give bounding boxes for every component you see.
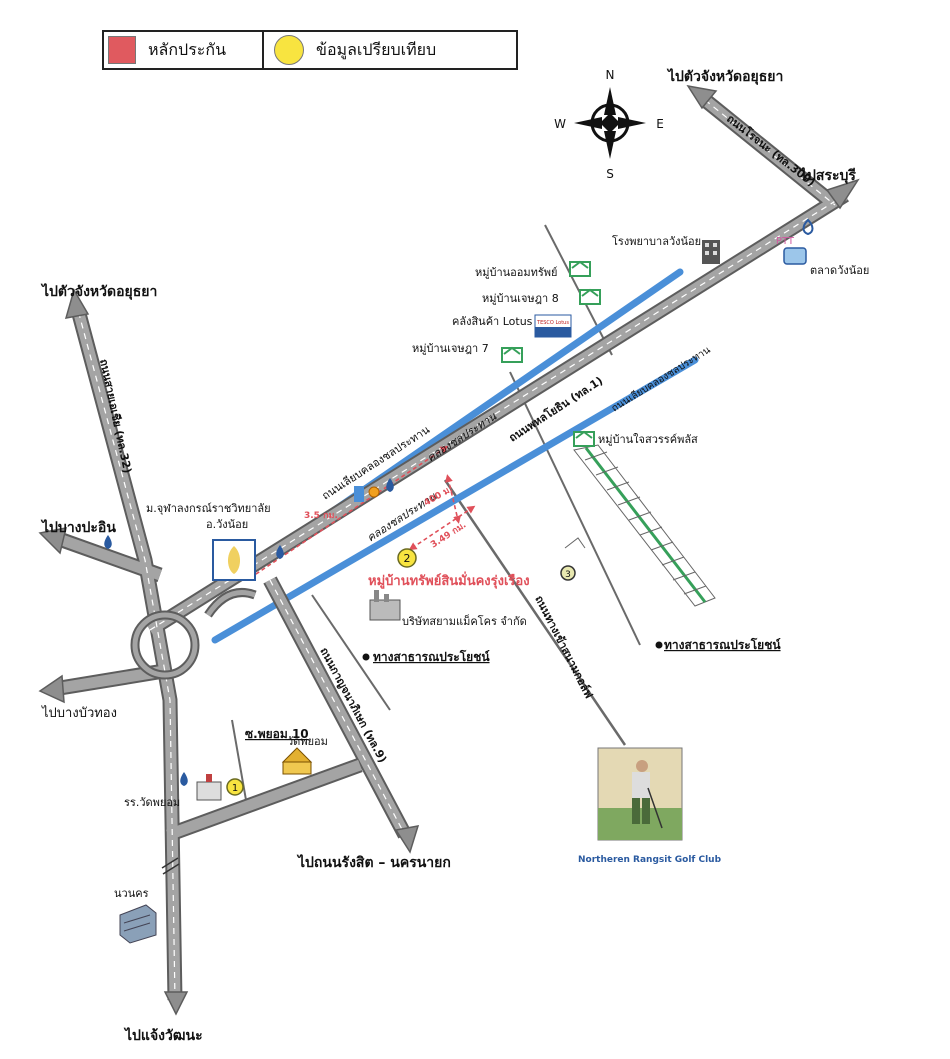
ptt-logo: PTT <box>776 218 814 247</box>
label-lotus-warehouse: คลังสินค้า Lotus <box>452 315 533 328</box>
label-road-rojana: ถนนโรจนะ (ทล.309) <box>724 111 818 189</box>
label-to-saraburi: ไปสระบุรี <box>798 166 856 184</box>
arrow-ayutthaya-left <box>64 288 90 319</box>
label-distance-349: 3.49 กม. <box>429 520 468 550</box>
label-to-bang-pa-in: ไปบางปะอิน <box>40 518 116 536</box>
comparison-swatch <box>274 35 304 65</box>
village-icon-chetsada7 <box>501 346 523 363</box>
label-irrigation-road-right: ถนนเลียบคลองชลประทาน <box>609 344 712 415</box>
village-icon-aomsap <box>569 260 591 277</box>
arrow-ayutthaya-top <box>686 84 718 110</box>
golf-club-photo <box>597 747 683 841</box>
village-icon-chaisawan <box>573 430 595 447</box>
label-wat-payom-school: รร.วัดพยอม <box>124 796 180 809</box>
label-siam-macro: บริษัทสยามแม็คโคร จำกัด <box>402 614 527 628</box>
label-chetsada7: หมู่บ้านเจษฎา 7 <box>412 342 489 355</box>
label-chula-university: ม.จุฬาลงกรณ์ราชวิทยาลัย <box>146 502 271 515</box>
collateral-site-marker <box>354 486 364 502</box>
chaisawan-village-grid <box>564 444 716 607</box>
legend-collateral-label: หลักประกัน <box>148 39 227 59</box>
ptt-logo-text: PTT <box>776 236 795 247</box>
label-to-bang-bua-thong: ไปบางบัวทอง <box>41 705 117 721</box>
collateral-swatch <box>108 36 136 64</box>
compass-e: E <box>656 117 664 131</box>
local-road-north <box>544 224 613 356</box>
gas-station-icon <box>104 478 394 786</box>
legend-comparison: ข้อมูลเปรียบเทียบ <box>264 32 436 68</box>
market-icon <box>783 247 807 265</box>
map-legend: หลักประกัน ข้อมูลเปรียบเทียบ <box>102 30 518 70</box>
label-wangnoi-hospital: โรงพยาบาลวังน้อย <box>612 234 701 248</box>
label-chaisawan: หมู่บ้านใจสวรรค์พลัส <box>598 433 698 446</box>
major-roads <box>58 94 849 1001</box>
compass-rose: N S E W <box>554 68 664 181</box>
distance-line-349 <box>408 505 476 551</box>
label-public-way-1: ทางสาธารณประโยชน์ <box>373 649 490 664</box>
marker-3: 3 <box>560 565 576 581</box>
label-nawanakorn: นวนคร <box>114 887 149 900</box>
label-to-rangsit-nakhonnayok: ไปถนนรังสิต – นครนายก <box>296 853 451 871</box>
label-golf-club: Northeren Rangsit Golf Club <box>578 855 722 865</box>
compass-n: N <box>606 68 615 82</box>
svg-text:3: 3 <box>565 570 571 580</box>
map-icons: TESCO Lotus PTT 2 <box>104 218 814 944</box>
svg-text:2: 2 <box>404 552 411 565</box>
local-road-mid <box>509 371 641 646</box>
compass-s: S <box>606 167 614 181</box>
marker-1: 1 <box>226 778 244 796</box>
local-road-macro <box>311 594 391 711</box>
tesco-logo-text: TESCO Lotus <box>536 320 569 326</box>
road-arrowheads <box>38 84 860 1016</box>
label-public-way-2: ทางสาธารณประโยชน์ <box>664 637 781 652</box>
label-subject-village: หมู่บ้านทรัพย์สินมั่นคงรุ่งเรือง <box>368 571 530 589</box>
legend-comparison-label: ข้อมูลเปรียบเทียบ <box>316 39 437 59</box>
hospital-icon <box>702 240 720 264</box>
golf-access-road <box>443 479 627 746</box>
arrow-bang-bua-thong <box>38 674 65 704</box>
arrow-rangsit <box>394 825 420 854</box>
temple-icon <box>281 747 313 775</box>
svg-text:1: 1 <box>232 783 238 794</box>
public-way-dot-2 <box>655 641 663 649</box>
map-labels: ไปตัวจังหวัดอยุธยา ไปสระบุรี ไปตัวจังหวั… <box>40 67 869 1044</box>
label-to-chaeng-watthana: ไปแจ้งวัฒนะ <box>123 1026 203 1044</box>
label-to-ayutthaya-left: ไปตัวจังหวัดอยุธยา <box>40 282 157 300</box>
nawanakorn-building-icon <box>119 904 157 944</box>
school-icon <box>196 774 222 801</box>
tesco-lotus-logo: TESCO Lotus <box>534 314 572 338</box>
arrow-chaeng <box>163 991 189 1016</box>
label-distance-35: 3.5 กม. <box>304 511 338 521</box>
compass-w: W <box>554 117 566 131</box>
label-road-golf: ถนนทางเข้าสนามกอล์ฟ <box>532 593 595 700</box>
village-icon-chetsada8 <box>579 288 601 305</box>
label-wangnoi-market: ตลาดวังน้อย <box>810 264 869 277</box>
comparison-point-top <box>368 486 380 498</box>
public-way-dot-1 <box>362 653 370 661</box>
label-aomsap-village: หมู่บ้านออมทรัพย์ <box>475 266 558 279</box>
label-soi-payom: ซ.พยอม 10 <box>245 727 309 741</box>
arrow-bang-pa-in <box>38 527 68 555</box>
marker-2: 2 <box>397 548 417 568</box>
arrow-saraburi <box>825 178 860 210</box>
road-break-marks <box>161 857 180 875</box>
label-to-ayutthaya-top: ไปตัวจังหวัดอยุธยา <box>666 67 783 85</box>
legend-collateral: หลักประกัน <box>104 32 264 68</box>
label-wat-payom: วัดพยอม <box>287 735 328 748</box>
university-crest-icon <box>212 539 256 581</box>
label-wangnoi-district: อ.วังน้อย <box>206 518 248 531</box>
factory-icon <box>369 590 401 621</box>
distance-arrows <box>246 445 476 581</box>
label-chetsada8: หมู่บ้านเจษฎา 8 <box>482 292 559 305</box>
